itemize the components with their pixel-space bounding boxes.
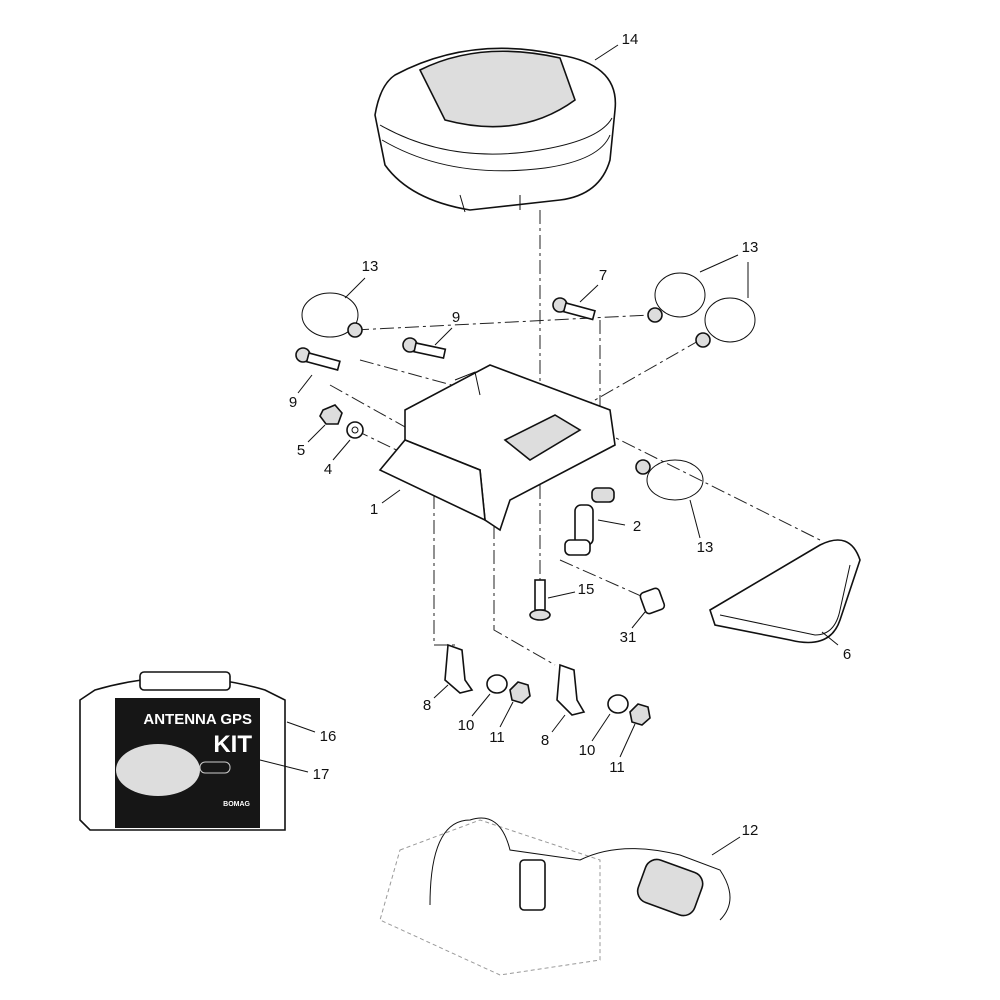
callout-2: 2 [633,518,641,535]
kit-title-line1: ANTENNA GPS [143,711,252,728]
callout-10a: 10 [458,717,475,734]
callout-7: 7 [599,267,607,284]
washer-4[interactable] [346,421,364,439]
antenna-cable-12[interactable] [429,817,731,921]
hose-clamp-right-b[interactable] [695,297,756,348]
callout-labels: 14 13 7 13 9 9 5 4 1 2 13 15 31 6 8 10 1… [289,31,851,839]
nut-11b[interactable] [629,703,651,726]
screw-31[interactable] [639,587,666,615]
holder-2[interactable] [564,487,615,556]
nut-5[interactable] [319,404,343,425]
antenna-photo [116,744,200,796]
bolt-9a[interactable] [402,337,447,359]
callout-15: 15 [578,581,595,598]
callout-9a: 9 [452,309,460,326]
callout-14: 14 [622,31,639,48]
nut-11a[interactable] [509,681,531,704]
callout-8b: 8 [541,732,549,749]
callout-9b: 9 [289,394,297,411]
callout-8a: 8 [423,697,431,714]
washer-10b[interactable] [607,694,629,714]
clip-8a[interactable] [444,643,474,694]
bolt-7[interactable] [552,297,596,321]
hose-clamp-right-a[interactable] [647,272,706,323]
callout-12: 12 [742,822,759,839]
leader-lines [259,44,839,856]
hose-clamp-left[interactable] [301,292,363,338]
kit-badge [199,761,231,774]
clip-8b[interactable] [556,663,586,716]
callout-10b: 10 [579,742,596,759]
screw-15[interactable] [529,579,551,621]
callout-31: 31 [620,629,637,646]
antenna-kit-case[interactable]: ANTENNA GPS KIT BOMAG [79,671,286,831]
gps-antenna[interactable] [374,47,617,213]
callout-11a: 11 [489,729,505,746]
mounting-bracket[interactable] [378,364,616,532]
hose-clamp-lower[interactable] [635,459,704,501]
callout-4: 4 [324,461,332,478]
handle-6[interactable] [709,539,861,644]
callout-1: 1 [370,501,378,518]
callout-16: 16 [320,728,337,745]
bolt-9b[interactable] [295,347,341,371]
kit-title-line2: KIT [213,731,252,758]
callout-11b: 11 [609,759,625,776]
callout-5: 5 [297,442,305,459]
callout-13-right: 13 [742,239,759,256]
callout-13-left: 13 [362,258,379,275]
machine-outline [379,819,601,976]
callout-6: 6 [843,646,851,663]
washer-10a[interactable] [486,674,508,694]
kit-brand-logo: BOMAG [223,801,250,808]
callout-17: 17 [313,766,330,783]
callout-13-lower: 13 [697,539,714,556]
